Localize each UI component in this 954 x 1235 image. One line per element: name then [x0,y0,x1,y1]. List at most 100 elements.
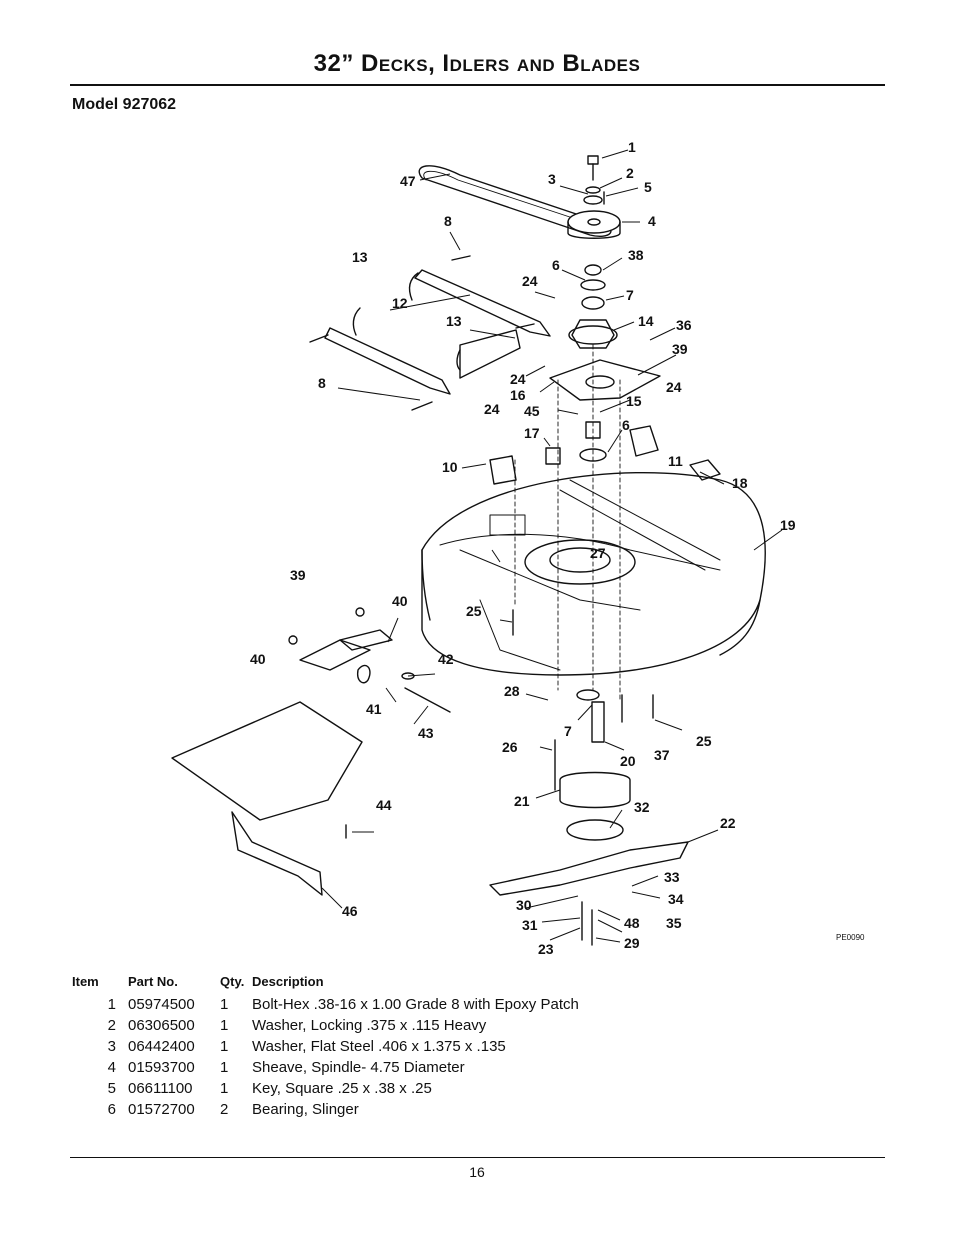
exploded-parts-diagram: 1 2 3 4 5 47 8 38 6 13 24 7 12 14 36 13 … [160,130,880,960]
callout: 29 [624,935,640,951]
bracket-11 [629,425,659,457]
row-qty: 1 [220,1059,229,1076]
callout: 19 [780,517,796,533]
table-row: 2 06306500 1 Washer, Locking .375 x .115… [72,1015,672,1036]
callout: 13 [352,249,368,265]
nut-39 [288,635,298,645]
belt [418,165,612,237]
callout: 8 [444,213,452,229]
row-item: 3 [107,1038,116,1055]
callout: 20 [620,753,636,769]
callout: 27 [590,545,606,561]
callout: 37 [654,747,670,763]
row-part-no: 06306500 [128,1017,195,1034]
header-description: Description [252,973,324,989]
callout: 14 [638,313,654,329]
callout: 4 [648,213,656,229]
callout: 17 [524,425,540,441]
model-number: Model 927062 [72,96,177,113]
page-number: 16 [469,1164,485,1180]
title-rule [70,84,885,86]
callout: 35 [666,915,682,931]
callout: 23 [538,941,554,957]
bushing-17 [545,447,561,465]
row-description: Washer, Locking .375 x .115 Heavy [252,1017,487,1034]
callout: 36 [676,317,692,333]
spindle-bolt-stack [580,155,606,310]
parts-table-header: Item Part No. Qty. Description [72,972,672,994]
callout: 12 [392,295,408,311]
hairpin-clip [408,272,419,301]
callout: 6 [552,257,560,273]
callout: 7 [626,287,634,303]
row-item: 4 [107,1059,116,1076]
mounting-plate [549,359,661,401]
deflector-rod [231,811,323,896]
callout: 6 [622,417,630,433]
hinge-40 [299,639,371,671]
callout: 3 [548,171,556,187]
callout: 38 [628,247,644,263]
row-part-no: 05974500 [128,996,195,1013]
hairpin-clip [456,349,461,371]
page-title: 32” Decks, Idlers and Blades [313,50,641,77]
row-part-no: 06442400 [128,1038,195,1055]
table-row: 4 01593700 1 Sheave, Spindle- 4.75 Diame… [72,1057,672,1078]
callout: 32 [634,799,650,815]
bracket-10 [489,455,517,485]
row-description: Sheave, Spindle- 4.75 Diameter [252,1059,465,1076]
lower-spindle [559,689,631,841]
hairpin-clip [352,307,361,336]
callout: 24 [666,379,682,395]
leader-lines [321,149,783,943]
callout: 24 [510,371,526,387]
callout: 40 [392,593,408,609]
spindle-sheave [567,210,621,239]
row-qty: 2 [220,1101,229,1118]
row-item: 1 [107,996,116,1013]
callout: 22 [720,815,736,831]
callout: 10 [442,459,458,475]
callout: 39 [290,567,306,583]
callout: 48 [624,915,640,931]
table-row: 5 06611100 1 Key, Square .25 x .38 x .25 [72,1078,672,1099]
callout: 7 [564,723,572,739]
row-part-no: 06611100 [128,1080,193,1097]
row-qty: 1 [220,1038,229,1055]
callout: 41 [366,701,382,717]
callout: 8 [318,375,326,391]
callout: 31 [522,917,538,933]
deflector-shield [171,701,363,821]
callout: 45 [524,403,540,419]
callout: 25 [466,603,482,619]
row-qty: 1 [220,996,229,1013]
callout: 39 [672,341,688,357]
spring-41 [356,664,371,684]
row-item: 6 [107,1101,116,1118]
row-description: Bearing, Slinger [252,1101,359,1118]
callout: 25 [696,733,712,749]
row-part-no: 01572700 [128,1101,195,1118]
callout: 34 [668,891,684,907]
callout: 46 [342,903,358,919]
row-qty: 1 [220,1017,229,1034]
table-row: 6 01572700 2 Bearing, Slinger [72,1099,672,1120]
callout: 21 [514,793,530,809]
callout: 24 [484,401,500,417]
table-row: 3 06442400 1 Washer, Flat Steel .406 x 1… [72,1036,672,1057]
table-row: 1 05974500 1 Bolt-Hex .38-16 x 1.00 Grad… [72,994,672,1015]
callout: 16 [510,387,526,403]
row-description: Washer, Flat Steel .406 x 1.375 x .135 [252,1038,506,1055]
callout: 40 [250,651,266,667]
row-qty: 1 [220,1080,229,1097]
callout: 47 [400,173,416,189]
footer-rule [70,1157,885,1158]
callout: 15 [626,393,642,409]
header-part-no: Part No. [128,973,178,989]
hinge-40 [339,629,393,651]
callout: 33 [664,869,680,885]
deck-housing [421,472,766,676]
nut-39 [355,607,365,617]
callout: 42 [438,651,454,667]
callout: 30 [516,897,532,913]
